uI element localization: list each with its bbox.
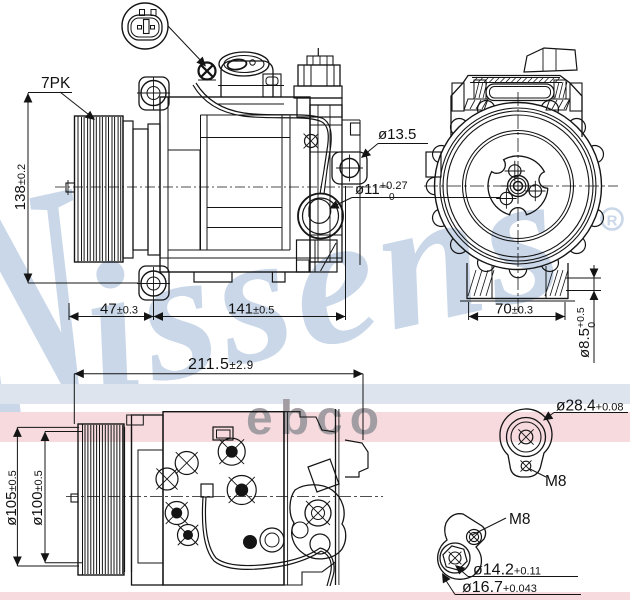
svg-text:ø100±0.5: ø100±0.5	[29, 470, 46, 526]
svg-text:M8: M8	[545, 473, 567, 490]
svg-text:138±0.2: 138±0.2	[12, 164, 29, 210]
svg-text:ø105±0.5: ø105±0.5	[3, 470, 20, 526]
svg-text:211.5±2.9: 211.5±2.9	[188, 356, 254, 373]
svg-text:R: R	[607, 213, 618, 230]
svg-text:ebco: ebco	[246, 392, 386, 445]
svg-text:ø13.5: ø13.5	[378, 126, 416, 143]
svg-text:47±0.3: 47±0.3	[100, 301, 138, 318]
svg-text:141±0.5: 141±0.5	[228, 301, 274, 318]
svg-text:70±0.3: 70±0.3	[495, 301, 533, 318]
svg-text:7PK: 7PK	[41, 75, 71, 92]
svg-text:ø14.2+0.11: ø14.2+0.11	[473, 562, 541, 579]
svg-text:M8: M8	[509, 511, 531, 528]
svg-text:ø28.4+0.08: ø28.4+0.08	[556, 398, 623, 415]
svg-text:ø16.7+0.043: ø16.7+0.043	[462, 579, 537, 596]
